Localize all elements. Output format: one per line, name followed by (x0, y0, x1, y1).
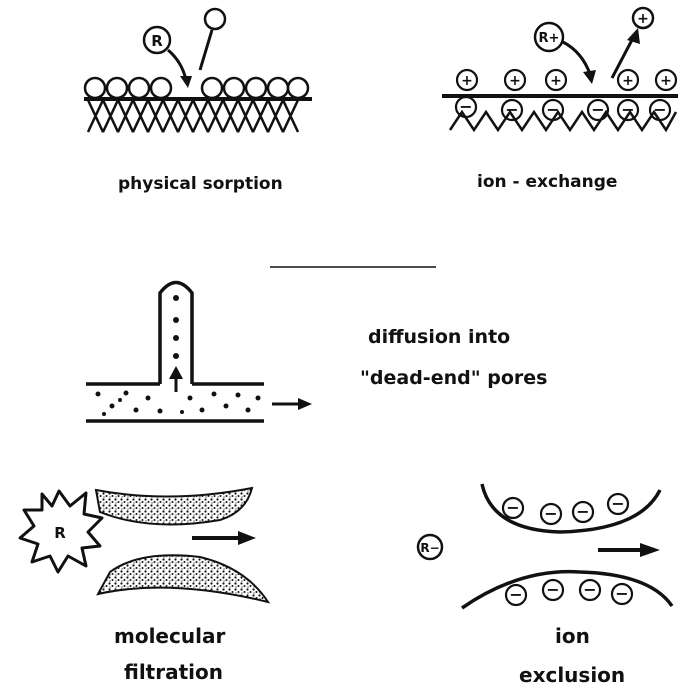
svg-text:+: + (509, 73, 521, 89)
flow-arrowhead (298, 398, 312, 410)
physical-sorption-panel (84, 9, 312, 132)
sorption-arrowhead (180, 76, 192, 88)
ion-exclusion-panel (418, 484, 672, 608)
lower-wall-charges (506, 580, 632, 605)
dead-end-pores-label-line2: "dead-end" pores (360, 367, 547, 389)
svg-text:+: + (622, 73, 634, 89)
svg-text:+: + (550, 73, 562, 89)
flowing-particles (96, 391, 261, 417)
svg-text:−: − (506, 498, 519, 517)
ion-exclusion-label-line1: ion (555, 624, 590, 648)
svg-text:−: − (505, 100, 518, 119)
solute-symbol-ion-exchange: R+ (539, 31, 560, 46)
svg-text:+: + (660, 73, 672, 89)
molecular-filtration-label-line2: filtration (124, 660, 223, 684)
desorbing-molecule (205, 9, 225, 29)
counter-ions (457, 70, 676, 90)
svg-text:−: − (576, 502, 589, 521)
upper-gel-particle (96, 488, 252, 525)
exclusion-arrowhead (640, 543, 660, 557)
sorption-arrow (168, 50, 186, 80)
physical-sorption-label: physical sorption (118, 174, 283, 194)
lower-pore-wall (462, 572, 672, 608)
ion-exchange-label: ion - exchange (477, 172, 617, 192)
adsorbed-molecules (85, 78, 308, 98)
svg-text:−: − (544, 504, 557, 523)
svg-text:+: + (637, 11, 649, 27)
svg-text:+: + (461, 73, 473, 89)
svg-text:−: − (509, 585, 522, 604)
exchange-in-arrow (563, 42, 590, 74)
svg-text:−: − (621, 100, 634, 119)
sorbent-cross-lattice (88, 100, 298, 132)
filtration-arrowhead (238, 531, 256, 545)
diffusion-arrowhead (169, 366, 183, 379)
lower-gel-particle (98, 555, 268, 602)
exchange-in-arrowhead (583, 70, 596, 84)
molecular-filtration-panel (20, 488, 268, 602)
molecular-filtration-label-line1: molecular (114, 624, 225, 648)
pore-particles (173, 295, 179, 359)
svg-text:−: − (611, 494, 624, 513)
svg-text:−: − (591, 100, 604, 119)
svg-text:−: − (583, 580, 596, 599)
svg-text:−: − (615, 584, 628, 603)
dead-end-pore-panel (86, 283, 312, 422)
ion-exclusion-label-line2: exclusion (519, 663, 625, 687)
solute-symbol-filtration: R (54, 524, 66, 542)
svg-text:−: − (459, 97, 472, 116)
svg-text:−: − (653, 100, 666, 119)
svg-text:−: − (546, 100, 559, 119)
solute-symbol-physical: R (151, 32, 163, 50)
desorbing-molecule-tail (200, 30, 212, 70)
dead-end-pores-label-line1: diffusion into (368, 326, 510, 348)
exchange-out-arrowhead (627, 28, 640, 44)
solute-symbol-exclusion: R− (420, 541, 439, 555)
svg-text:−: − (546, 580, 559, 599)
upper-wall-charges (503, 494, 628, 524)
